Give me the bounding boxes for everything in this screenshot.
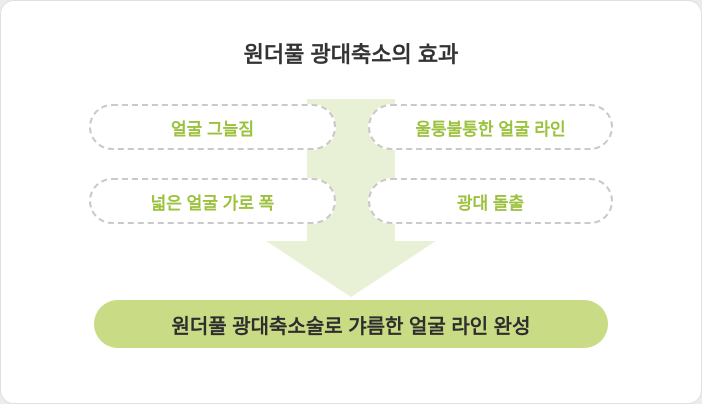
- result-banner: 원더풀 광대축소술로 갸름한 얼굴 라인 완성: [94, 300, 608, 348]
- card-title: 원더풀 광대축소의 효과: [243, 42, 459, 67]
- issue-pill-bumpy-face-line: 울퉁불퉁한 얼굴 라인: [368, 104, 613, 150]
- issue-pill-wide-face-width: 넓은 얼굴 가로 폭: [89, 178, 336, 224]
- issue-pill-cheekbone-protrusion: 광대 돌출: [368, 178, 613, 224]
- issue-pill-face-shadow: 얼굴 그늘짐: [89, 104, 336, 150]
- issue-pill-grid: 얼굴 그늘짐 울퉁불퉁한 얼굴 라인 넓은 얼굴 가로 폭 광대 돌출: [89, 104, 613, 224]
- down-arrow-head: [266, 241, 436, 297]
